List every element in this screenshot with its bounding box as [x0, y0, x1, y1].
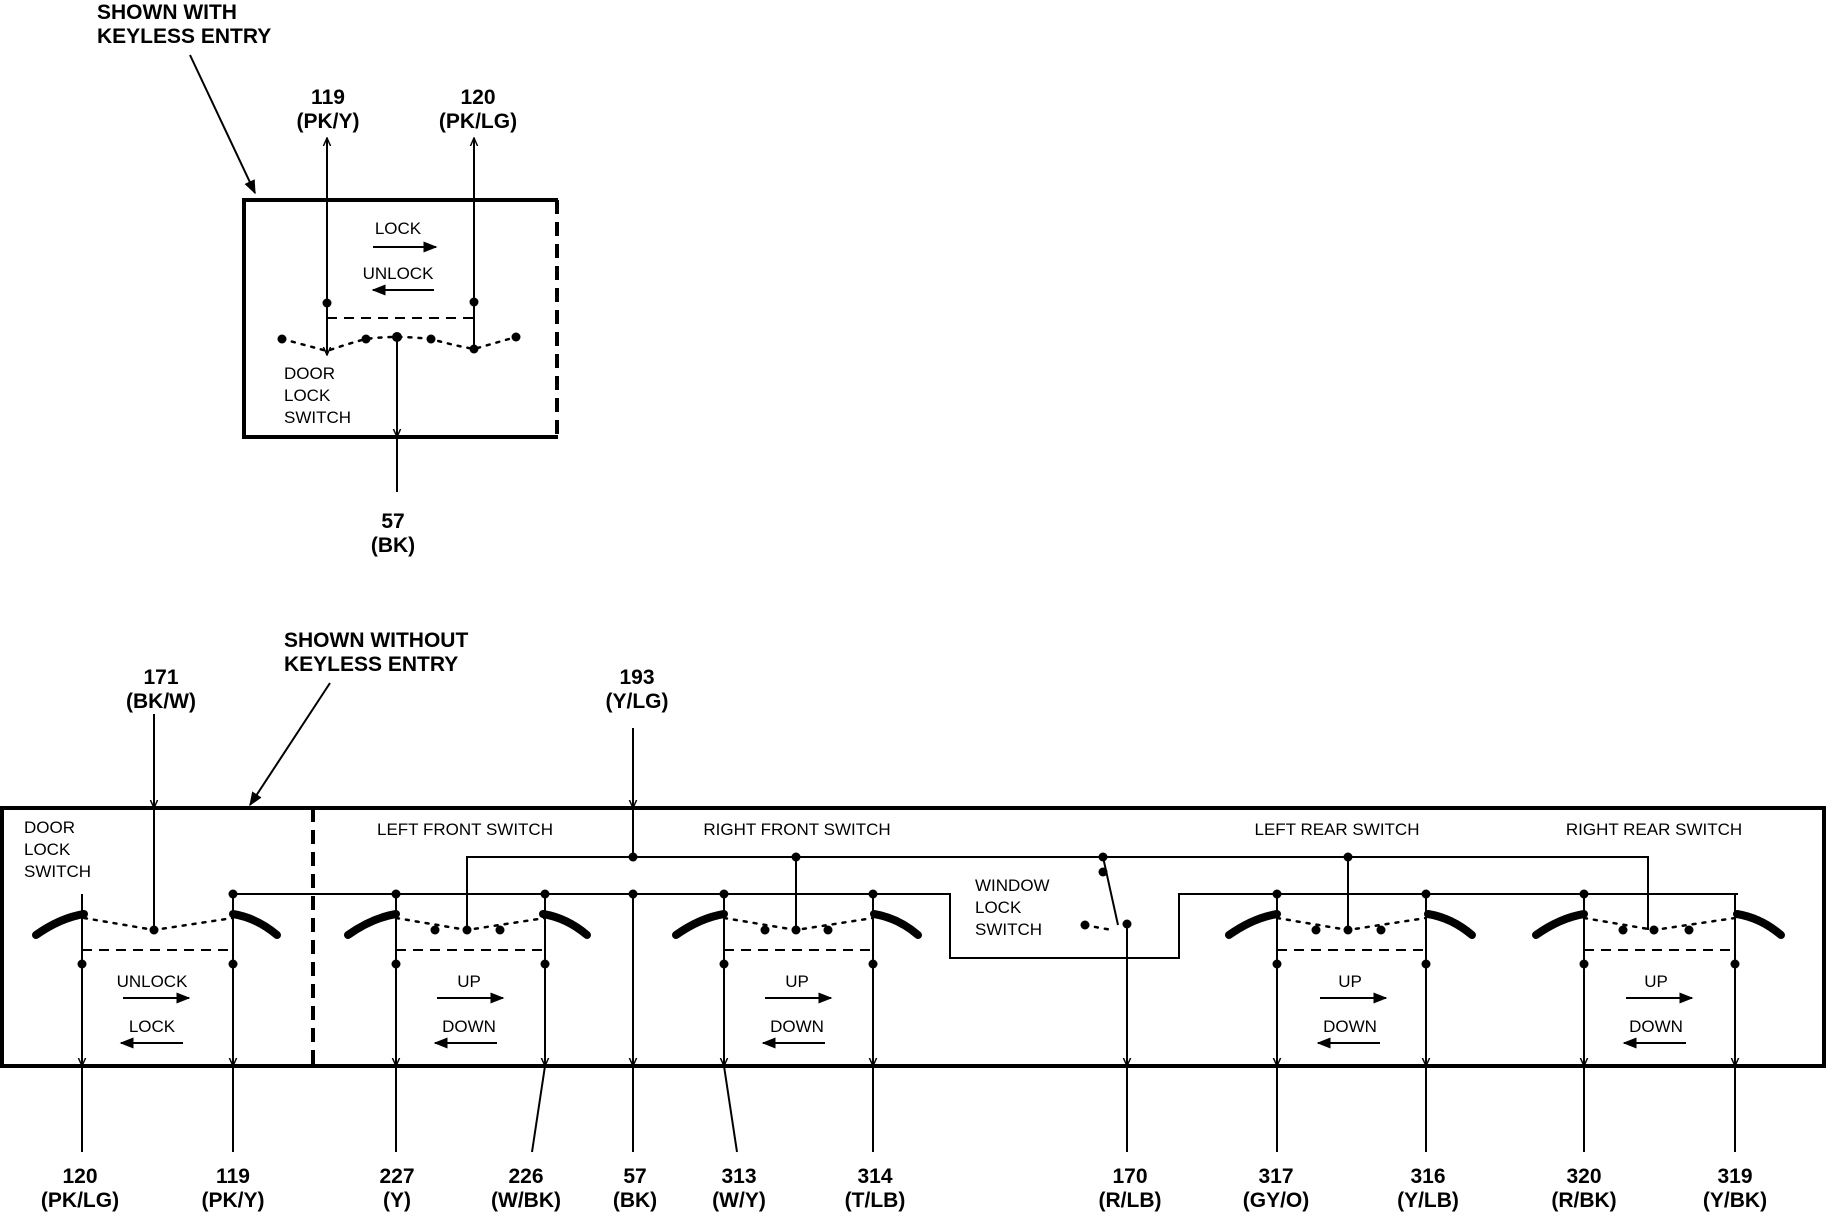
left-rear-switch: UP DOWN [1225, 852, 1476, 1067]
callout-without-keyless-line1: SHOWN WITHOUT [284, 629, 468, 652]
circuit-57-color: (BK) [371, 534, 415, 557]
circuit-label-color: (W/Y) [712, 1189, 766, 1212]
callout-with-keyless-line2: KEYLESS ENTRY [97, 25, 271, 48]
switch-label-line1: DOOR [284, 364, 335, 383]
circuit-label-color: (T/LB) [845, 1189, 906, 1212]
door-unlock-label: UNLOCK [117, 972, 189, 991]
circuit-57-number: 57 [381, 510, 404, 533]
door-lock-label-3: SWITCH [24, 862, 91, 881]
circuit-label-color: (Y/BK) [1703, 1189, 1767, 1212]
left-front-switch: UP DOWN [344, 889, 591, 1067]
callout-without-keyless: SHOWN WITHOUT KEYLESS ENTRY [249, 629, 468, 807]
circuit-label-number: 319 [1717, 1165, 1752, 1188]
circuit-120-color: (PK/LG) [439, 110, 517, 133]
switch-label-line2: LOCK [284, 386, 331, 405]
door-lock-switch: UNLOCK LOCK [32, 889, 281, 1067]
right-front-label: RIGHT FRONT SWITCH [703, 820, 890, 839]
circuit-label-number: 316 [1410, 1165, 1445, 1188]
right-rear-switch: UP DOWN [1532, 889, 1785, 1067]
bottom-switch-module: 171 (BK/W) 193 (Y/LG) DOOR LOCK SWITCH L… [0, 666, 1826, 1212]
door-lock-contacts [82, 916, 235, 932]
circuit-label-color: (Y) [383, 1189, 411, 1212]
rf-down-label: DOWN [770, 1017, 824, 1036]
window-lock-label-1: WINDOW [975, 876, 1050, 895]
window-lock-label-3: SWITCH [975, 920, 1042, 939]
window-lock-label-2: LOCK [975, 898, 1022, 917]
circuit-label-number: 119 [216, 1165, 250, 1188]
lock-label: LOCK [375, 219, 422, 238]
callout-arrow [189, 54, 256, 195]
door-lock-arc-left [32, 910, 88, 939]
bottom-circuit-labels: 120 (PK/LG) 119 (PK/Y) 227 (Y) 226 (W/BK… [41, 1165, 1767, 1212]
door-lock-label-1: DOOR [24, 818, 75, 837]
callout-without-keyless-line2: KEYLESS ENTRY [284, 653, 458, 676]
window-lock-blade [1102, 856, 1119, 926]
circuit-label-number: 313 [721, 1165, 756, 1188]
right-rear-label: RIGHT REAR SWITCH [1566, 820, 1742, 839]
rr-down-label: DOWN [1629, 1017, 1683, 1036]
lf-up-label: UP [457, 972, 481, 991]
unlock-label: UNLOCK [363, 264, 435, 283]
circuit-label-number: 170 [1112, 1165, 1147, 1188]
module-outline-2 [0, 806, 1826, 1068]
circuit-label-color: (R/BK) [1551, 1189, 1616, 1212]
circuit-label-number: 317 [1258, 1165, 1293, 1188]
rr-arc-left [1532, 910, 1588, 939]
circuit-label-color: (Y/LB) [1397, 1189, 1459, 1212]
lead-226 [531, 1065, 546, 1153]
lead-313 [723, 1065, 738, 1153]
lr-up-label: UP [1338, 972, 1362, 991]
circuit-193-number: 193 [619, 666, 654, 689]
circuit-label-color: (GY/O) [1243, 1189, 1310, 1212]
rr-arc-right [1733, 910, 1785, 939]
circuit-119-color: (PK/Y) [297, 110, 360, 133]
lf-arc-left [344, 910, 400, 939]
lr-arc-right [1424, 910, 1476, 939]
circuit-label-number: 57 [623, 1165, 646, 1188]
circuit-label-number: 226 [508, 1165, 543, 1188]
circuit-label-number: 314 [857, 1165, 892, 1188]
right-front-switch: UP DOWN [672, 852, 922, 1067]
circuit-label-color: (BK) [613, 1189, 657, 1212]
switch-label-line3: SWITCH [284, 408, 351, 427]
callout-with-keyless: SHOWN WITH KEYLESS ENTRY [97, 1, 271, 195]
lf-down-label: DOWN [442, 1017, 496, 1036]
rf-arc-left [672, 910, 728, 939]
circuit-label-color: (PK/LG) [41, 1189, 119, 1212]
left-front-label: LEFT FRONT SWITCH [377, 820, 553, 839]
rf-arc-right [870, 910, 922, 939]
door-lock-arc-right [229, 910, 281, 939]
rr-up-label: UP [1644, 972, 1668, 991]
lf-arc-right [539, 910, 591, 939]
lr-arc-left [1225, 910, 1281, 939]
left-rear-label: LEFT REAR SWITCH [1255, 820, 1420, 839]
rr-contacts [1582, 916, 1737, 932]
door-lock-label-2: LOCK [24, 840, 71, 859]
callout-arrow-2 [249, 682, 331, 807]
top-door-lock-module: 119 (PK/Y) 120 (PK/LG) LOCK UNLOCK DOOR … [242, 86, 559, 557]
circuit-120-number: 120 [460, 86, 495, 109]
rf-up-label: UP [785, 972, 809, 991]
circuit-label-color: (W/BK) [491, 1189, 561, 1212]
circuit-171-number: 171 [143, 666, 178, 689]
circuit-label-number: 320 [1566, 1165, 1601, 1188]
circuit-label-number: 227 [379, 1165, 414, 1188]
circuit-label-number: 120 [62, 1165, 97, 1188]
circuit-193-color: (Y/LG) [606, 690, 669, 713]
door-lock-arrow-label: LOCK [129, 1017, 176, 1036]
callout-with-keyless-line1: SHOWN WITH [97, 1, 237, 24]
circuit-label-color: (PK/Y) [202, 1189, 265, 1212]
circuit-label-color: (R/LB) [1099, 1189, 1162, 1212]
lock-bus-57 [233, 893, 1738, 959]
circuit-119-number: 119 [311, 86, 345, 109]
lr-down-label: DOWN [1323, 1017, 1377, 1036]
circuit-171-color: (BK/W) [126, 690, 196, 713]
